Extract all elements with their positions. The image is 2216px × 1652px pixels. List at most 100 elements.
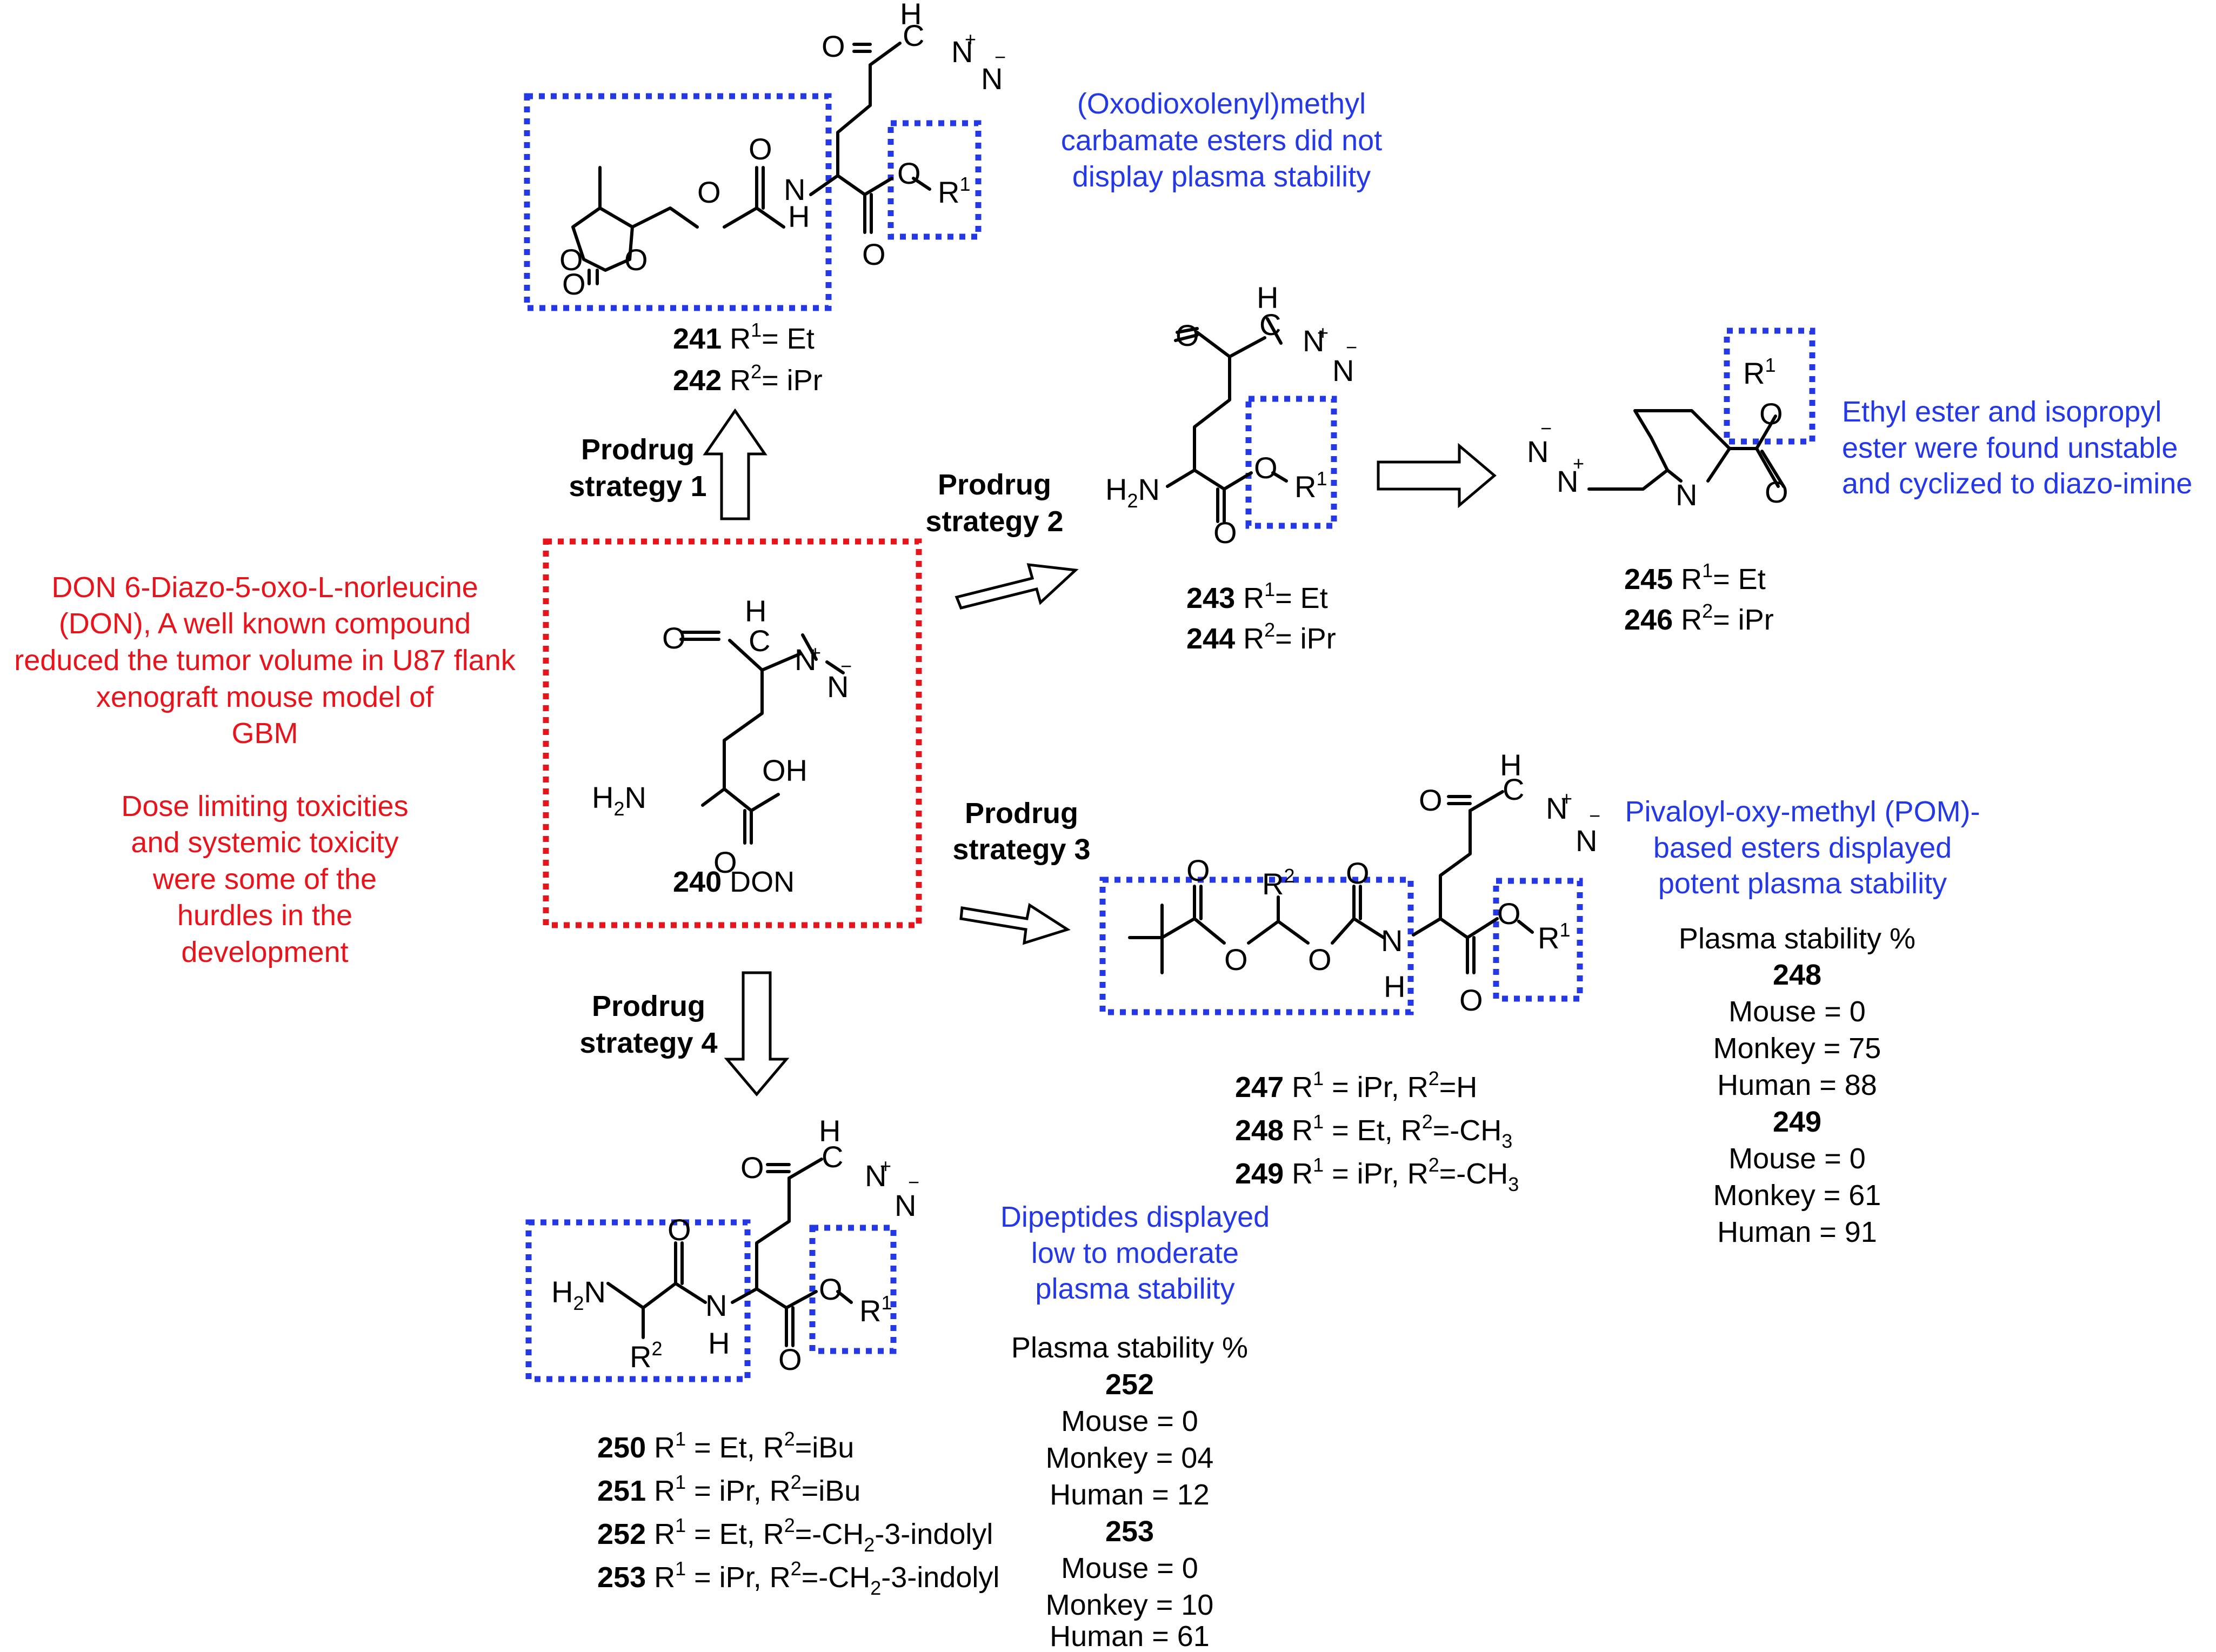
atom-c: C: [903, 18, 924, 52]
note-line: potent plasma stability: [1658, 867, 1947, 900]
atom-n: N: [827, 670, 849, 704]
stability-row: Human = 12: [1050, 1479, 1210, 1511]
atom-n: N: [895, 1188, 916, 1222]
ester-highlight-box: [809, 1225, 897, 1354]
atom-o: O: [1254, 451, 1278, 485]
stability-row: Monkey = 04: [1046, 1442, 1214, 1474]
charge-minus: −: [1540, 417, 1552, 439]
label-242: 242 R2= iPr: [673, 360, 823, 397]
atom-o: O: [862, 237, 886, 271]
stability-row: Monkey = 75: [1713, 1032, 1881, 1065]
charge-plus: +: [880, 1155, 891, 1177]
charge-minus: −: [1589, 805, 1600, 827]
don-note-line: (DON), A well known compound: [59, 607, 471, 640]
stability-row: Monkey = 10: [1046, 1589, 1214, 1621]
label-241: 241 R1= Et: [673, 319, 815, 355]
structure-241-242: O O O O O N H O O R1 O H C N + N − 241 R…: [524, 0, 1006, 397]
stability-title: Plasma stability %: [1011, 1332, 1248, 1364]
atom-o: O: [697, 175, 721, 209]
amine-h2n: H2N: [592, 780, 646, 820]
atom-h: H: [900, 0, 922, 31]
atom-c: C: [749, 624, 770, 658]
atom-n: N: [865, 1159, 886, 1193]
note-line: based esters displayed: [1653, 832, 1952, 864]
atom-o: O: [1497, 897, 1521, 931]
atom-o: O: [559, 243, 583, 277]
strategy-1-label: Prodrug: [581, 433, 695, 466]
strategy-2-label: strategy 2: [925, 505, 1063, 538]
stability-row: Human = 88: [1717, 1069, 1877, 1101]
atom-o: O: [1213, 516, 1237, 550]
charge-minus: −: [994, 46, 1006, 68]
charge-plus: +: [965, 28, 976, 50]
atom-o: O: [713, 845, 737, 879]
charge-plus: +: [810, 641, 821, 664]
strategy-3-label: strategy 3: [952, 833, 1090, 866]
stability-row: Mouse = 0: [1728, 1142, 1866, 1175]
atom-h: H: [1500, 748, 1521, 782]
note-line: ester were found unstable: [1842, 432, 2178, 464]
atom-h: H: [1257, 280, 1278, 315]
don-note-line: reduced the tumor volume in U87 flank: [14, 644, 516, 677]
atom-c: C: [822, 1140, 843, 1174]
don-highlight-box: [543, 538, 922, 928]
tox-note-line: were some of the: [152, 863, 377, 895]
structure-250-253: H2N R2 O N H O O R1 O H C N + N − 250 R1…: [525, 1114, 999, 1599]
atom-r: R1: [938, 173, 970, 209]
atom-r: R2: [630, 1337, 662, 1374]
label-246: 246 R2= iPr: [1624, 600, 1774, 636]
atom-o: O: [778, 1342, 802, 1376]
ester-highlight-box: [1493, 878, 1583, 1002]
label-243: 243 R1= Et: [1186, 578, 1328, 614]
atom-n: N: [1381, 924, 1403, 958]
stability-compound: 253: [1105, 1515, 1154, 1548]
don-note-line: xenograft mouse model of: [96, 681, 434, 713]
stability-row: Mouse = 0: [1061, 1405, 1198, 1437]
ester-highlight-box: [1245, 396, 1337, 529]
atom-c: C: [1259, 307, 1281, 342]
atom-n: N: [1303, 324, 1324, 358]
atom-r: R2: [1262, 865, 1294, 901]
atom-o: O: [1186, 853, 1210, 887]
atom-r: R1: [1538, 919, 1570, 955]
structure-243-244: O H C N + N − O R1 O H2N 243 R1= Et 244 …: [1105, 280, 1357, 655]
stability-compound: 252: [1105, 1368, 1154, 1401]
atom-o: O: [749, 132, 772, 166]
atom-n: N: [795, 643, 816, 677]
arrow-strategy-2: [955, 563, 1079, 610]
atom-c: C: [1503, 772, 1524, 806]
note-line: low to moderate: [1031, 1237, 1239, 1269]
pom-highlight-box: [1099, 877, 1414, 1015]
arrow-strategy-4: [724, 971, 790, 1096]
note-line: Dipeptides displayed: [1000, 1201, 1270, 1233]
note-line: Pivaloyl-oxy-methyl (POM)-: [1625, 795, 1980, 828]
label-252: 252 R1 = Et, R2=-CH2-3-indolyl: [597, 1514, 993, 1556]
charge-minus: −: [1346, 336, 1357, 358]
note-ethyl: Ethyl ester and isopropyl ester were fou…: [1842, 396, 2192, 500]
dipeptide-highlight-box: [525, 1219, 751, 1382]
atom-o: O: [1759, 397, 1783, 431]
strategy-3-label: Prodrug: [965, 797, 1078, 830]
stability-compound: 248: [1773, 959, 1821, 991]
note-line: Ethyl ester and isopropyl: [1842, 396, 2161, 428]
atom-h: H: [788, 199, 810, 233]
atom-n: N: [981, 62, 1003, 96]
atom-n: N: [1546, 791, 1567, 825]
charge-plus: +: [1573, 452, 1584, 474]
atom-n: N: [784, 172, 805, 206]
atom-o: O: [819, 1272, 843, 1306]
label-248: 248 R1 = Et, R2=-CH3: [1235, 1111, 1512, 1152]
note-oxodioxolenyl: (Oxodioxolenyl)methyl carbamate esters d…: [1061, 88, 1382, 193]
atom-o: O: [624, 243, 648, 277]
atom-o: O: [1419, 783, 1443, 817]
charge-plus: +: [1561, 787, 1572, 810]
structure-247-249: O O R2 O O N H O O R1 O H C N + N − 247 …: [1099, 748, 1600, 1195]
stability-row: Monkey = 61: [1713, 1179, 1881, 1212]
atom-r: R1: [1743, 354, 1776, 390]
note-line: display plasma stability: [1072, 160, 1371, 193]
atom-h: H: [745, 594, 766, 628]
amine-h2n: H2N: [1105, 472, 1160, 512]
tox-note-line: hurdles in the: [177, 899, 352, 932]
label-253: 253 R1 = iPr, R2=-CH2-3-indolyl: [597, 1557, 999, 1599]
